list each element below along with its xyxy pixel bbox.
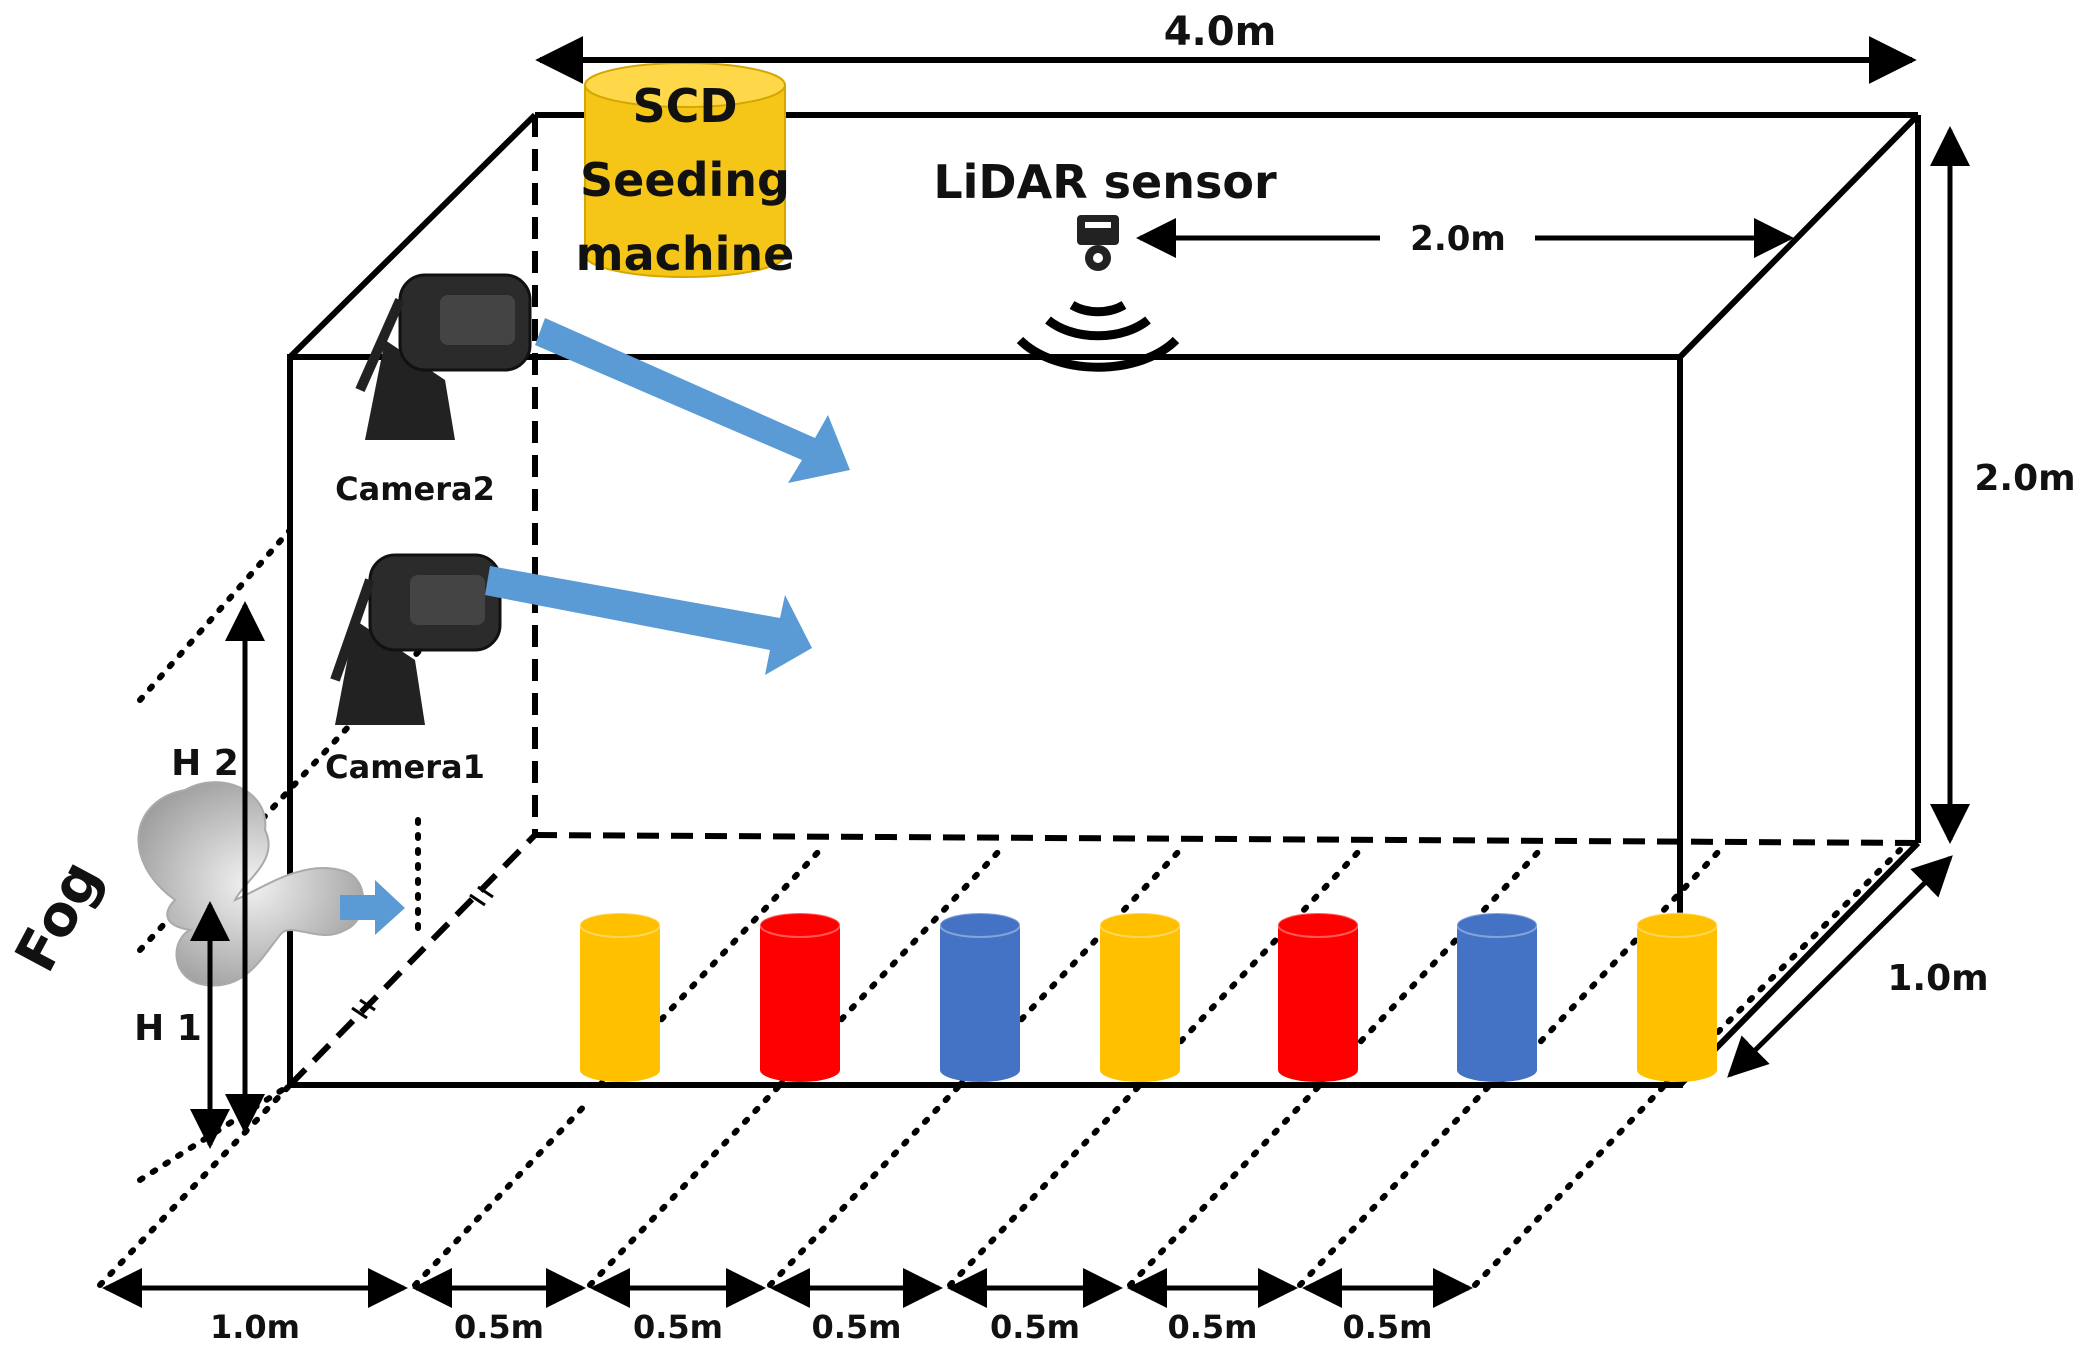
seeding-machine-line3: machine bbox=[576, 227, 795, 281]
camera2-label: Camera2 bbox=[335, 470, 495, 508]
box-hidden-edges bbox=[287, 115, 1919, 1088]
spacing-label-2: 0.5m bbox=[454, 1308, 544, 1346]
cylinder-3 bbox=[939, 912, 1021, 1082]
height-label: 2.0m bbox=[1974, 458, 2075, 499]
cylinder-7 bbox=[1636, 912, 1718, 1082]
fog-label: Fog bbox=[3, 850, 114, 982]
h2-label: H 2 bbox=[171, 743, 239, 784]
lidar-label: LiDAR sensor bbox=[933, 155, 1277, 209]
spacing-label-3: 0.5m bbox=[633, 1308, 723, 1346]
cylinder-2 bbox=[759, 912, 841, 1082]
cylinder-6 bbox=[1456, 912, 1538, 1082]
height-markers: H 2 H 1 bbox=[134, 601, 265, 1149]
height-dimension: 2.0m bbox=[1930, 126, 2076, 844]
spacing-label-1: 1.0m bbox=[210, 1308, 300, 1346]
lidar-offset-label: 2.0m bbox=[1410, 219, 1506, 259]
width-label: 4.0m bbox=[1164, 9, 1277, 55]
camera1-view-arrow bbox=[485, 566, 812, 675]
spacing-label-6: 0.5m bbox=[1167, 1308, 1257, 1346]
camera2: Camera2 bbox=[335, 273, 850, 508]
width-dimension: 4.0m bbox=[535, 9, 1917, 84]
break-marks bbox=[351, 885, 494, 1020]
cylinder-5 bbox=[1277, 912, 1359, 1082]
seeding-machine-line1: SCD bbox=[632, 79, 737, 133]
target-cylinders bbox=[579, 912, 1718, 1082]
spacing-label-4: 0.5m bbox=[811, 1308, 901, 1346]
spacing-label-7: 0.5m bbox=[1342, 1308, 1432, 1346]
webcam-icon bbox=[355, 273, 532, 440]
depth-label: 1.0m bbox=[1887, 958, 1988, 999]
camera2-view-arrow bbox=[535, 318, 850, 483]
depth-dimension: 1.0m bbox=[1727, 855, 1989, 1078]
camera1: Camera1 bbox=[325, 553, 812, 786]
webcam-icon bbox=[330, 553, 502, 725]
cylinder-1 bbox=[579, 912, 661, 1082]
bottom-spacing: 1.0m 0.5m 0.5m 0.5m 0.5m 0.5m 0.5m bbox=[102, 1268, 1473, 1346]
signal-waves-icon bbox=[1016, 301, 1180, 372]
lidar-sensor: LiDAR sensor 2.0m bbox=[933, 155, 1794, 372]
h1-label: H 1 bbox=[134, 1008, 202, 1049]
fog-arrow bbox=[340, 880, 405, 935]
spacing-label-5: 0.5m bbox=[990, 1308, 1080, 1346]
fog-cloud-icon bbox=[137, 781, 365, 987]
lidar-icon bbox=[1077, 215, 1119, 271]
seeding-machine: SCD Seeding machine bbox=[576, 62, 795, 281]
camera1-label: Camera1 bbox=[325, 748, 485, 786]
cylinder-4 bbox=[1099, 912, 1181, 1082]
fog: Fog bbox=[3, 781, 405, 987]
seeding-machine-line2: Seeding bbox=[580, 153, 790, 207]
